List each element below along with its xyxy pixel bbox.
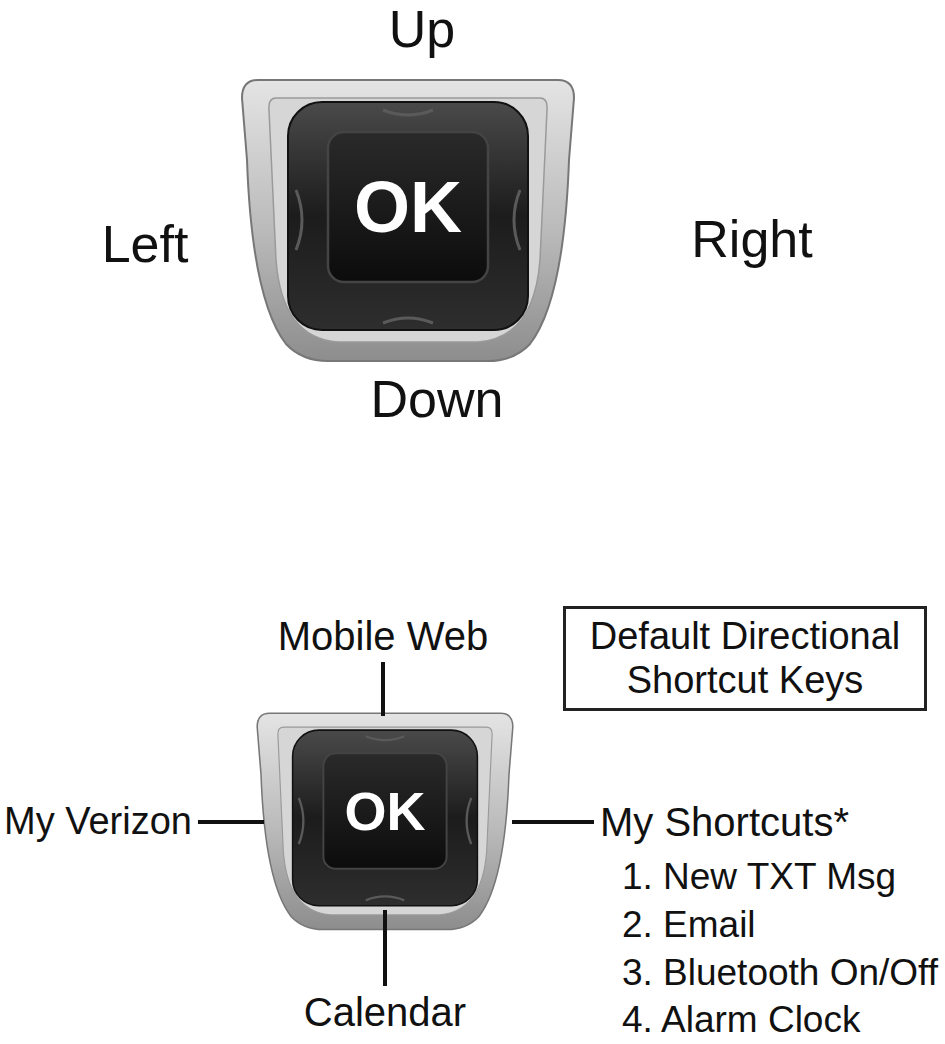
direction-label: Right (691, 211, 812, 268)
ok-button: OK (323, 753, 447, 869)
shortcut-label: Calendar (304, 990, 466, 1034)
list-item: 2. Email (622, 905, 756, 946)
direction-label: Up (389, 1, 455, 58)
leader-line (512, 820, 594, 824)
leader-line (381, 662, 385, 716)
node-text: OK (345, 780, 426, 842)
shortcut-label: My Shortcuts* (600, 800, 849, 844)
shortcut-label: My Verizon (4, 801, 192, 843)
caption-box: Default Directional Shortcut Keys (563, 606, 927, 711)
node-text: Default Directional Shortcut Keys (580, 615, 910, 702)
directional-pad (257, 713, 513, 929)
direction-label: Left (102, 216, 189, 273)
ok-button: OK (328, 132, 488, 282)
shortcut-label: Mobile Web (278, 614, 488, 658)
list-item: 3. Bluetooth On/Off (622, 953, 938, 994)
directional-pad (242, 80, 574, 361)
leader-line (198, 820, 264, 824)
list-item: 1. New TXT Msg (622, 857, 896, 898)
direction-label: Down (371, 371, 504, 428)
node-text: OK (354, 166, 462, 249)
leader-line (383, 910, 387, 986)
list-item: 4. Alarm Clock (622, 1000, 861, 1041)
